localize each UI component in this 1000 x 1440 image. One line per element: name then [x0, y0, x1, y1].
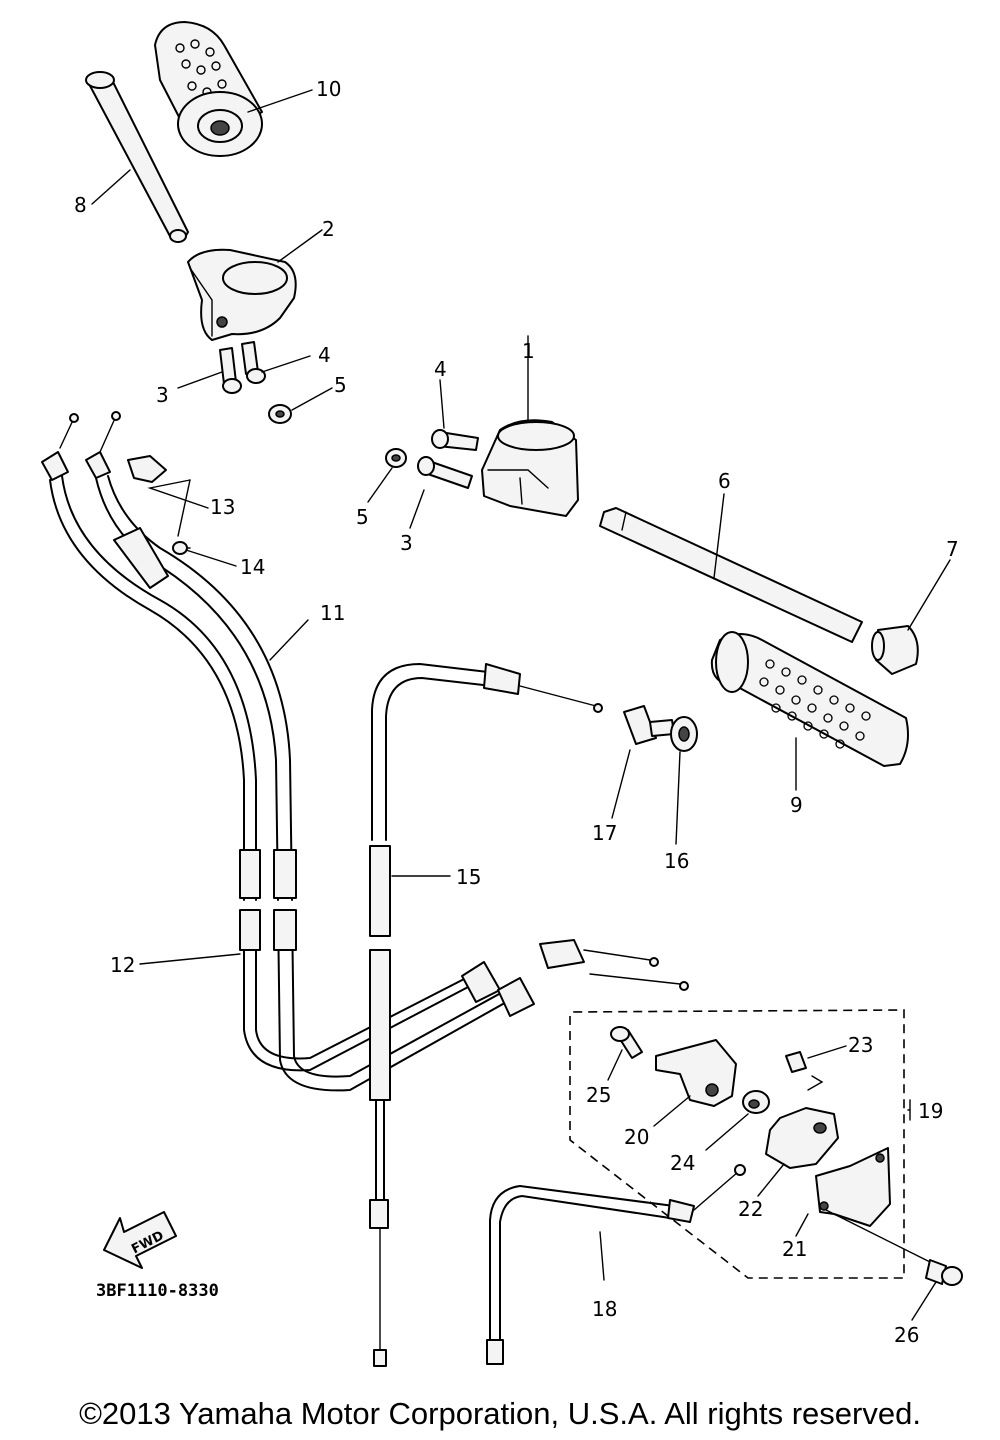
callout-12: 12	[110, 953, 135, 977]
handlebar-part	[599, 507, 863, 643]
throttle-grip-part	[154, 21, 263, 157]
callout-3-upper: 3	[156, 383, 169, 407]
screws-upper-group	[219, 341, 292, 424]
callout-15: 15	[456, 865, 481, 889]
throttle-housing-part	[187, 248, 297, 341]
callout-21: 21	[782, 1237, 807, 1261]
callout-2: 2	[322, 217, 335, 241]
callout-5-lower: 5	[356, 505, 369, 529]
switch-housing-part	[481, 419, 579, 517]
callout-24: 24	[670, 1151, 695, 1175]
callout-18: 18	[592, 1297, 617, 1321]
decompression-cable-part	[369, 663, 603, 1367]
callout-22: 22	[738, 1197, 763, 1221]
callout-8: 8	[74, 193, 87, 217]
callout-1: 1	[522, 339, 535, 363]
exploded-parts-diagram: 10 8 2 3 4 5 1 4 5 3 6 7 9 11 13 14 15 1…	[41, 21, 963, 1367]
choke-bolt-part	[825, 1209, 963, 1286]
callout-5-upper: 5	[334, 373, 347, 397]
adjuster-part	[623, 705, 675, 745]
left-grip-part	[710, 631, 909, 767]
callout-3-lower: 3	[400, 531, 413, 555]
callout-labels: 10 8 2 3 4 5 1 4 5 3 6 7 9 11 13 14 15 1…	[74, 77, 959, 1347]
callout-9: 9	[790, 793, 803, 817]
callout-11: 11	[320, 601, 345, 625]
copyright-notice: ©2013 Yamaha Motor Corporation, U.S.A. A…	[79, 1396, 921, 1431]
callout-20: 20	[624, 1125, 649, 1149]
diagram-part-code: 3BF1110-8330	[96, 1281, 219, 1301]
callout-16: 16	[664, 849, 689, 873]
fwd-arrow-icon: FWD	[103, 1211, 177, 1269]
choke-cable-part	[486, 1164, 746, 1365]
callout-23: 23	[848, 1033, 873, 1057]
callout-25: 25	[586, 1083, 611, 1107]
throttle-tube-part	[85, 71, 189, 243]
cable-clip-part	[127, 455, 191, 555]
throttle-cables-part	[41, 411, 689, 1092]
callout-13: 13	[210, 495, 235, 519]
callout-4-upper: 4	[318, 343, 331, 367]
bar-end-part	[871, 625, 919, 675]
callout-14: 14	[240, 555, 265, 579]
callout-10: 10	[316, 77, 341, 101]
callout-19: 19	[918, 1099, 943, 1123]
callout-7: 7	[946, 537, 959, 561]
screws-right-group	[385, 429, 479, 489]
leader-lines	[91, 89, 951, 1321]
callout-26: 26	[894, 1323, 919, 1347]
choke-lever-assembly-group	[569, 1009, 905, 1279]
callout-6: 6	[718, 469, 731, 493]
locknut-part	[670, 716, 698, 752]
callout-17: 17	[592, 821, 617, 845]
callout-4-lower: 4	[434, 357, 447, 381]
